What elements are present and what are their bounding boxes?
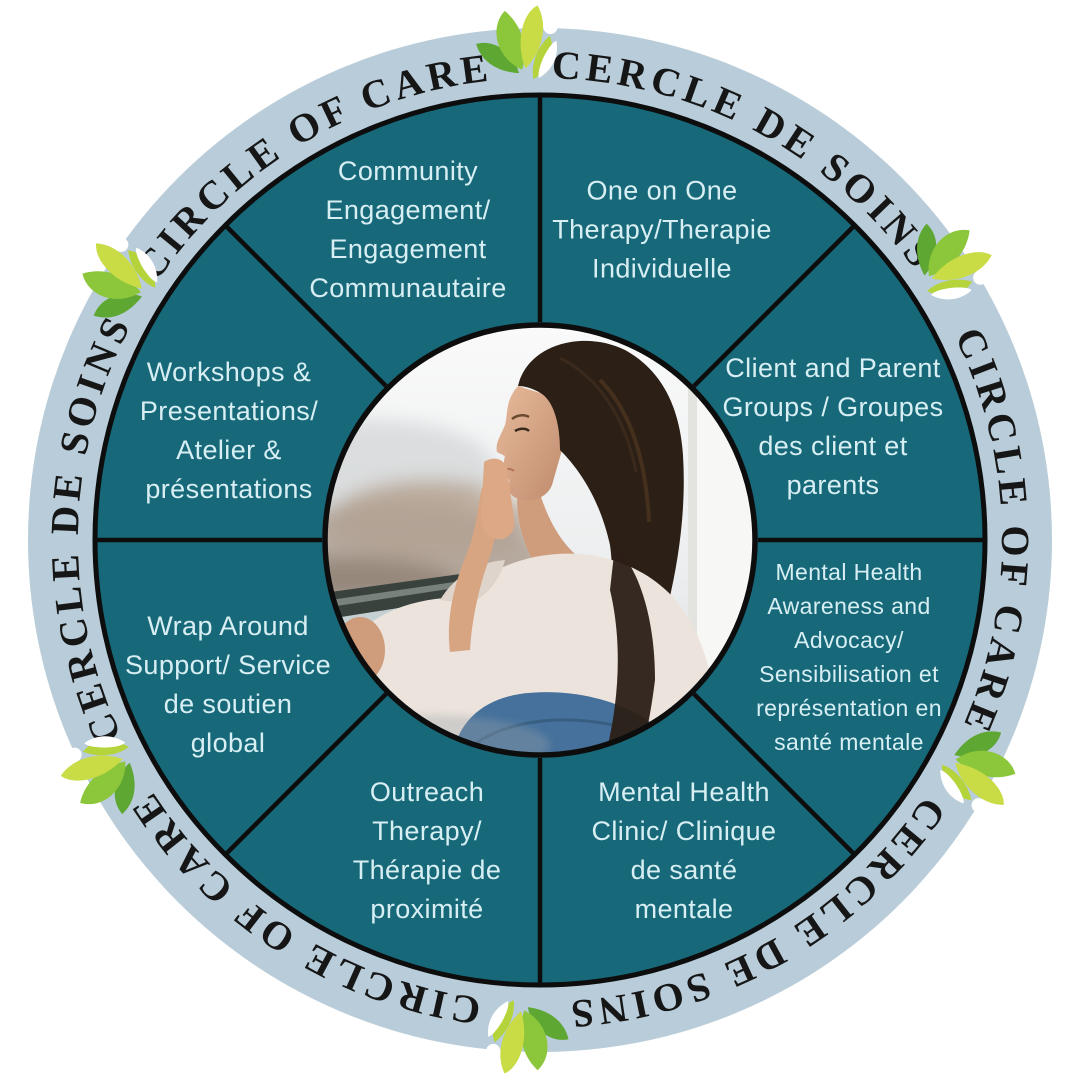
segment-label-client-parent-groups: Client and Parent Groups / Groupes des c… [722, 353, 944, 500]
segment-label-one-on-one-therapy: One on One Therapy/Therapie Individuelle [552, 175, 772, 284]
segment-label-outreach-therapy: Outreach Therapy/ Thérapie de proximité [352, 777, 502, 924]
segment-label-workshops-presentations: Workshops & Presentations/ Atelier & pré… [139, 357, 319, 504]
segment-label-mental-health-clinic: Mental Health Clinic/ Clinique de santé … [591, 777, 777, 924]
segment-label-mh-awareness-advocacy: Mental Health Awareness and Advocacy/ Se… [756, 559, 942, 755]
segment-label-wrap-around-support: Wrap Around Support/ Service de soutien … [125, 611, 331, 758]
center-photo [325, 325, 755, 755]
center-photo-border [322, 322, 758, 758]
segment-dividers [95, 95, 985, 985]
segment-label-community-engagement: Community Engagement/ Engagement Communa… [309, 156, 507, 303]
